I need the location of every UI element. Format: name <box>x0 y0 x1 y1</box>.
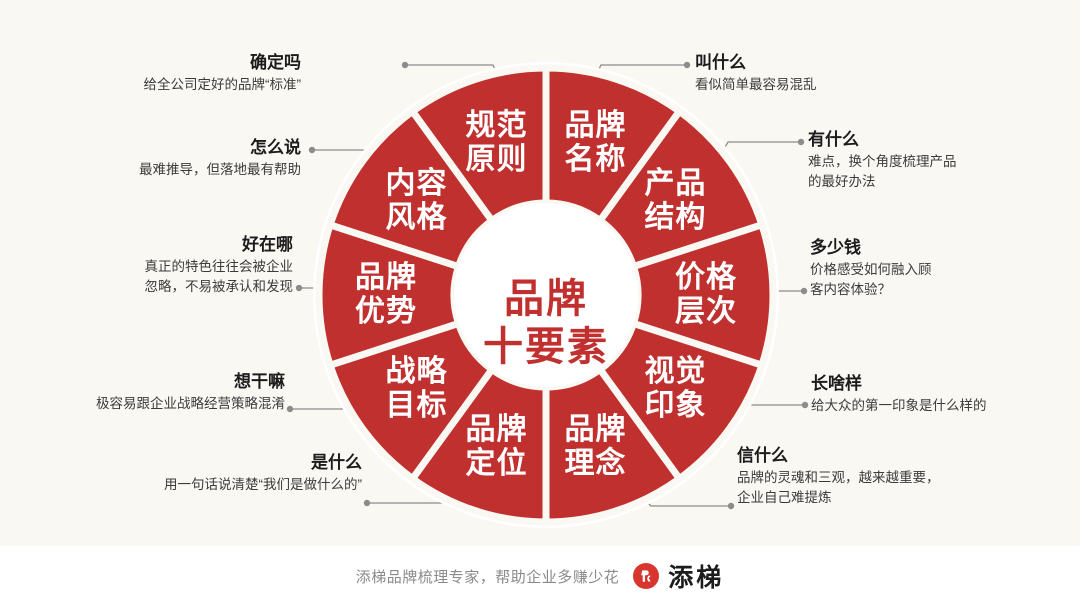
callout-desc-line-2: 客内容体验？ <box>810 281 891 297</box>
callout-desc: 给大众的第一印象是什么样的 <box>811 398 987 414</box>
footer-tagline: 添梯品牌梳理专家，帮助企业多赚少花 <box>355 568 620 586</box>
callout-product-structure: 有什么 难点，换个角度梳理产品 的最好办法 <box>808 129 1076 191</box>
brand-wheel: 品牌 十要素 品牌名称产品结构价格层次视觉印象品牌理念品牌定位战略目标品牌优势内… <box>311 60 781 530</box>
hub-line-1: 品牌 <box>504 277 588 321</box>
wheel-segment-label-norm-principle-line-2: 原则 <box>466 143 528 176</box>
wheel-segment-label-brand-position-line-2: 定位 <box>466 446 528 480</box>
wheel-hub <box>454 203 638 387</box>
wheel-segment-label-brand-position-line-1: 品牌 <box>466 413 528 446</box>
callout-brand-advantage: 好在哪 真正的特色往往会被企业 忽略，不易被承认和发现 <box>5 234 294 296</box>
wheel-segment-label-price-tier-line-1: 价格 <box>675 261 737 294</box>
wheel-segment-label-brand-name-line-1: 品牌 <box>564 109 626 142</box>
callout-content-style: 怎么说 最难推导，但落地最有帮助 <box>5 137 301 180</box>
wheel-segment-label-product-structure-line-1: 产品 <box>644 167 706 200</box>
wheel-segment-label-brand-advantage-line-1: 品牌 <box>355 261 417 294</box>
callout-desc-line-2: 的最好办法 <box>808 173 876 189</box>
callout-brand-concept: 信什么 品牌的灵魂和三观，越来越重要， 企业自己难提炼 <box>737 445 1077 507</box>
callout-title: 想干嘛 <box>234 372 285 391</box>
callout-desc: 给全公司定好的品牌“标准” <box>143 77 302 93</box>
wheel-segment-label-content-style-line-2: 风格 <box>386 201 448 234</box>
brand-logo: 添梯 <box>633 558 724 594</box>
callout-price-tier: 多少钱 价格感受如何融入顾 客内容体验？ <box>810 237 1078 299</box>
wheel-segment-label-visual-impression-line-2: 印象 <box>644 389 706 422</box>
callout-desc-line-1: 难点，换个角度梳理产品 <box>808 154 957 170</box>
wheel-segment-label-visual-impression-line-1: 视觉 <box>644 355 706 388</box>
callout-title: 信什么 <box>737 446 788 465</box>
callout-title: 是什么 <box>311 453 362 472</box>
footer: 添梯品牌梳理专家，帮助企业多赚少花 添梯 <box>0 546 1080 606</box>
callout-title: 长啥样 <box>811 374 862 393</box>
wheel-segment-label-brand-advantage-line-2: 优势 <box>355 295 417 328</box>
callout-desc: 最难推导，但落地最有帮助 <box>139 162 301 178</box>
callout-strategy-goal: 想干嘛 极容易跟企业战略经营策略混淆 <box>5 371 285 414</box>
wheel-segment-label-product-structure-line-2: 结构 <box>644 201 706 234</box>
callout-desc: 极容易跟企业战略经营策略混淆 <box>96 396 285 412</box>
footer-band <box>0 546 1080 606</box>
callout-title: 多少钱 <box>810 238 861 257</box>
wheel-segment-label-strategy-goal-line-2: 目标 <box>386 389 448 422</box>
callout-desc-line-2: 企业自己难提炼 <box>737 489 832 505</box>
callout-title: 好在哪 <box>242 235 293 254</box>
callout-desc-line-1: 真正的特色往往会被企业 <box>144 259 294 275</box>
callout-desc-line-1: 价格感受如何融入顾 <box>810 262 932 278</box>
callout-title: 怎么说 <box>250 138 301 157</box>
callout-desc-line-1: 品牌的灵魂和三观，越来越重要， <box>737 470 940 486</box>
logo-mark-icon <box>633 563 660 589</box>
hub-line-2: 十要素 <box>483 325 609 369</box>
callout-brand-position: 是什么 用一句话说清楚“我们是做什么的” <box>5 452 362 495</box>
wheel-segment-label-strategy-goal-line-1: 战略 <box>386 355 448 388</box>
callout-desc-line-2: 忽略，不易被承认和发现 <box>144 278 294 294</box>
callout-brand-name: 叫什么 看似简单最容易混乱 <box>695 52 1055 95</box>
wheel-segment-label-brand-concept-line-1: 品牌 <box>564 413 626 446</box>
wheel-segment-label-brand-name-line-2: 名称 <box>564 143 626 176</box>
wheel-segment-label-brand-concept-line-2: 理念 <box>564 446 626 480</box>
callout-norm-principle: 确定吗 给全公司定好的品牌“标准” <box>5 52 302 95</box>
logo-wordmark: 添梯 <box>668 564 725 592</box>
callout-title: 有什么 <box>808 130 859 149</box>
wheel-segment-label-price-tier-line-2: 层次 <box>675 295 737 328</box>
callout-visual-impression: 长啥样 给大众的第一印象是什么样的 <box>811 373 1079 416</box>
callout-desc: 用一句话说清楚“我们是做什么的” <box>164 477 362 493</box>
callout-desc: 看似简单最容易混乱 <box>695 77 817 93</box>
brand-wheel-svg: 品牌 十要素 品牌名称产品结构价格层次视觉印象品牌理念品牌定位战略目标品牌优势内… <box>313 62 779 528</box>
wheel-segment-label-content-style-line-1: 内容 <box>386 167 448 200</box>
callout-title: 确定吗 <box>250 53 301 72</box>
callout-title: 叫什么 <box>695 53 746 72</box>
wheel-segment-label-norm-principle-line-1: 规范 <box>466 109 528 142</box>
